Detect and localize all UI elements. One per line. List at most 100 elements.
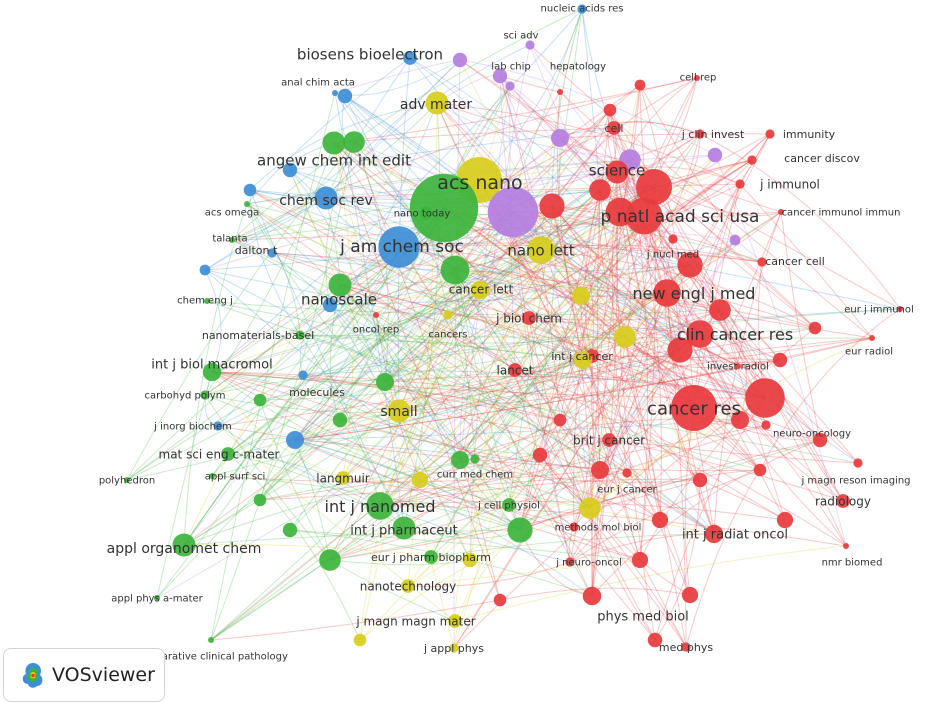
node-label[interactable]: cell rep bbox=[680, 73, 717, 84]
node-label[interactable]: chem eng j bbox=[177, 296, 233, 307]
network-node[interactable] bbox=[507, 517, 533, 543]
network-node[interactable] bbox=[677, 252, 703, 278]
network-node[interactable] bbox=[470, 280, 490, 300]
network-node[interactable] bbox=[681, 586, 699, 604]
node-label[interactable]: anal chim acta bbox=[281, 78, 355, 89]
node-label[interactable]: adv mater bbox=[400, 97, 473, 113]
node-label[interactable]: cancer cell bbox=[765, 255, 825, 268]
network-node[interactable] bbox=[204, 298, 210, 304]
network-node[interactable] bbox=[843, 543, 849, 549]
network-node[interactable] bbox=[681, 642, 691, 652]
network-node[interactable] bbox=[579, 497, 601, 519]
network-node[interactable] bbox=[443, 310, 453, 320]
node-label[interactable]: dalton t bbox=[235, 244, 278, 257]
node-label[interactable]: cancer discov bbox=[784, 152, 860, 165]
node-label[interactable]: nano today bbox=[394, 209, 451, 220]
node-label[interactable]: neuro-oncology bbox=[773, 429, 851, 440]
network-node[interactable] bbox=[634, 79, 646, 91]
network-node[interactable] bbox=[704, 524, 724, 544]
node-label[interactable]: cancer res bbox=[647, 398, 741, 419]
network-node[interactable] bbox=[869, 335, 875, 341]
node-label[interactable]: hepatology bbox=[550, 62, 606, 73]
network-node[interactable] bbox=[267, 248, 277, 258]
network-node[interactable] bbox=[747, 155, 757, 165]
network-node[interactable] bbox=[202, 362, 222, 382]
network-node[interactable] bbox=[378, 226, 420, 268]
node-label[interactable]: j cell physiol bbox=[477, 501, 540, 512]
node-label[interactable]: nanomaterials-basel bbox=[202, 329, 314, 342]
node-label[interactable]: lancet bbox=[497, 363, 534, 377]
network-node[interactable] bbox=[653, 279, 681, 307]
network-node[interactable] bbox=[319, 549, 341, 571]
network-node[interactable] bbox=[332, 412, 348, 428]
network-node[interactable] bbox=[667, 337, 693, 363]
network-node[interactable] bbox=[409, 173, 479, 243]
node-label[interactable]: biosens bioelectron bbox=[297, 45, 443, 63]
network-node[interactable] bbox=[569, 522, 579, 532]
network-node[interactable] bbox=[735, 179, 745, 189]
network-node[interactable] bbox=[295, 330, 305, 340]
node-label[interactable]: sci adv bbox=[503, 31, 538, 42]
node-label[interactable]: j magn reson imaging bbox=[800, 476, 910, 487]
network-node[interactable] bbox=[577, 4, 587, 14]
network-node[interactable] bbox=[647, 632, 663, 648]
node-label[interactable]: nanotechnology bbox=[360, 579, 457, 593]
network-node[interactable] bbox=[425, 91, 449, 115]
node-label[interactable]: p natl acad sci usa bbox=[601, 207, 760, 227]
network-node[interactable] bbox=[253, 393, 267, 407]
network-node[interactable] bbox=[337, 88, 353, 104]
node-label[interactable]: mat sci eng c-mater bbox=[159, 447, 280, 461]
network-node[interactable] bbox=[387, 399, 411, 423]
node-label[interactable]: eur j immunol bbox=[844, 305, 914, 316]
node-label[interactable]: int j biol macromol bbox=[151, 358, 272, 373]
network-node[interactable] bbox=[525, 40, 535, 50]
network-node[interactable] bbox=[553, 413, 567, 427]
network-node[interactable] bbox=[392, 516, 416, 540]
node-label[interactable]: langmuir bbox=[316, 471, 370, 485]
network-node[interactable] bbox=[778, 209, 784, 215]
network-node[interactable] bbox=[505, 81, 515, 91]
node-label[interactable]: oncol rep bbox=[353, 325, 399, 336]
node-label[interactable]: polyhedron bbox=[99, 476, 155, 487]
network-node[interactable] bbox=[401, 579, 415, 593]
network-node[interactable] bbox=[694, 75, 700, 81]
network-node[interactable] bbox=[213, 421, 223, 431]
node-label[interactable]: eur radiol bbox=[845, 347, 893, 358]
network-node[interactable] bbox=[253, 493, 267, 507]
network-node[interactable] bbox=[605, 160, 629, 184]
network-node[interactable] bbox=[532, 447, 548, 463]
network-node[interactable] bbox=[522, 311, 536, 325]
network-node[interactable] bbox=[745, 378, 785, 418]
node-label[interactable]: j neuro-oncol bbox=[555, 558, 622, 569]
network-node[interactable] bbox=[761, 420, 771, 430]
node-label[interactable]: j am chem soc bbox=[339, 237, 464, 257]
network-node[interactable] bbox=[602, 433, 616, 447]
network-node[interactable] bbox=[572, 287, 590, 305]
node-label[interactable]: new engl j med bbox=[633, 284, 756, 303]
node-label[interactable]: molecules bbox=[289, 386, 345, 399]
node-label[interactable]: nucleic acids res bbox=[541, 4, 624, 15]
node-label[interactable]: lab chip bbox=[491, 62, 530, 73]
network-node[interactable] bbox=[765, 129, 775, 139]
network-node[interactable] bbox=[343, 131, 365, 153]
node-label[interactable]: comparative clinical pathology bbox=[134, 652, 288, 663]
node-label[interactable]: j biol chem bbox=[495, 311, 562, 325]
network-node[interactable] bbox=[322, 131, 346, 155]
network-node[interactable] bbox=[508, 363, 522, 377]
network-node[interactable] bbox=[753, 463, 767, 477]
network-node[interactable] bbox=[124, 477, 130, 483]
network-node[interactable] bbox=[282, 162, 298, 178]
node-label[interactable]: int j radiat oncol bbox=[682, 528, 788, 543]
network-node[interactable] bbox=[493, 593, 507, 607]
node-label[interactable]: cancer immunol immun bbox=[782, 208, 901, 219]
node-label[interactable]: methods mol biol bbox=[555, 523, 642, 534]
network-node[interactable] bbox=[403, 51, 417, 65]
network-node[interactable] bbox=[452, 52, 468, 68]
network-node[interactable] bbox=[328, 273, 352, 297]
network-node[interactable] bbox=[695, 129, 705, 139]
network-node[interactable] bbox=[322, 297, 338, 313]
network-node[interactable] bbox=[172, 533, 196, 557]
network-node[interactable] bbox=[808, 321, 822, 335]
network-node[interactable] bbox=[565, 557, 575, 567]
